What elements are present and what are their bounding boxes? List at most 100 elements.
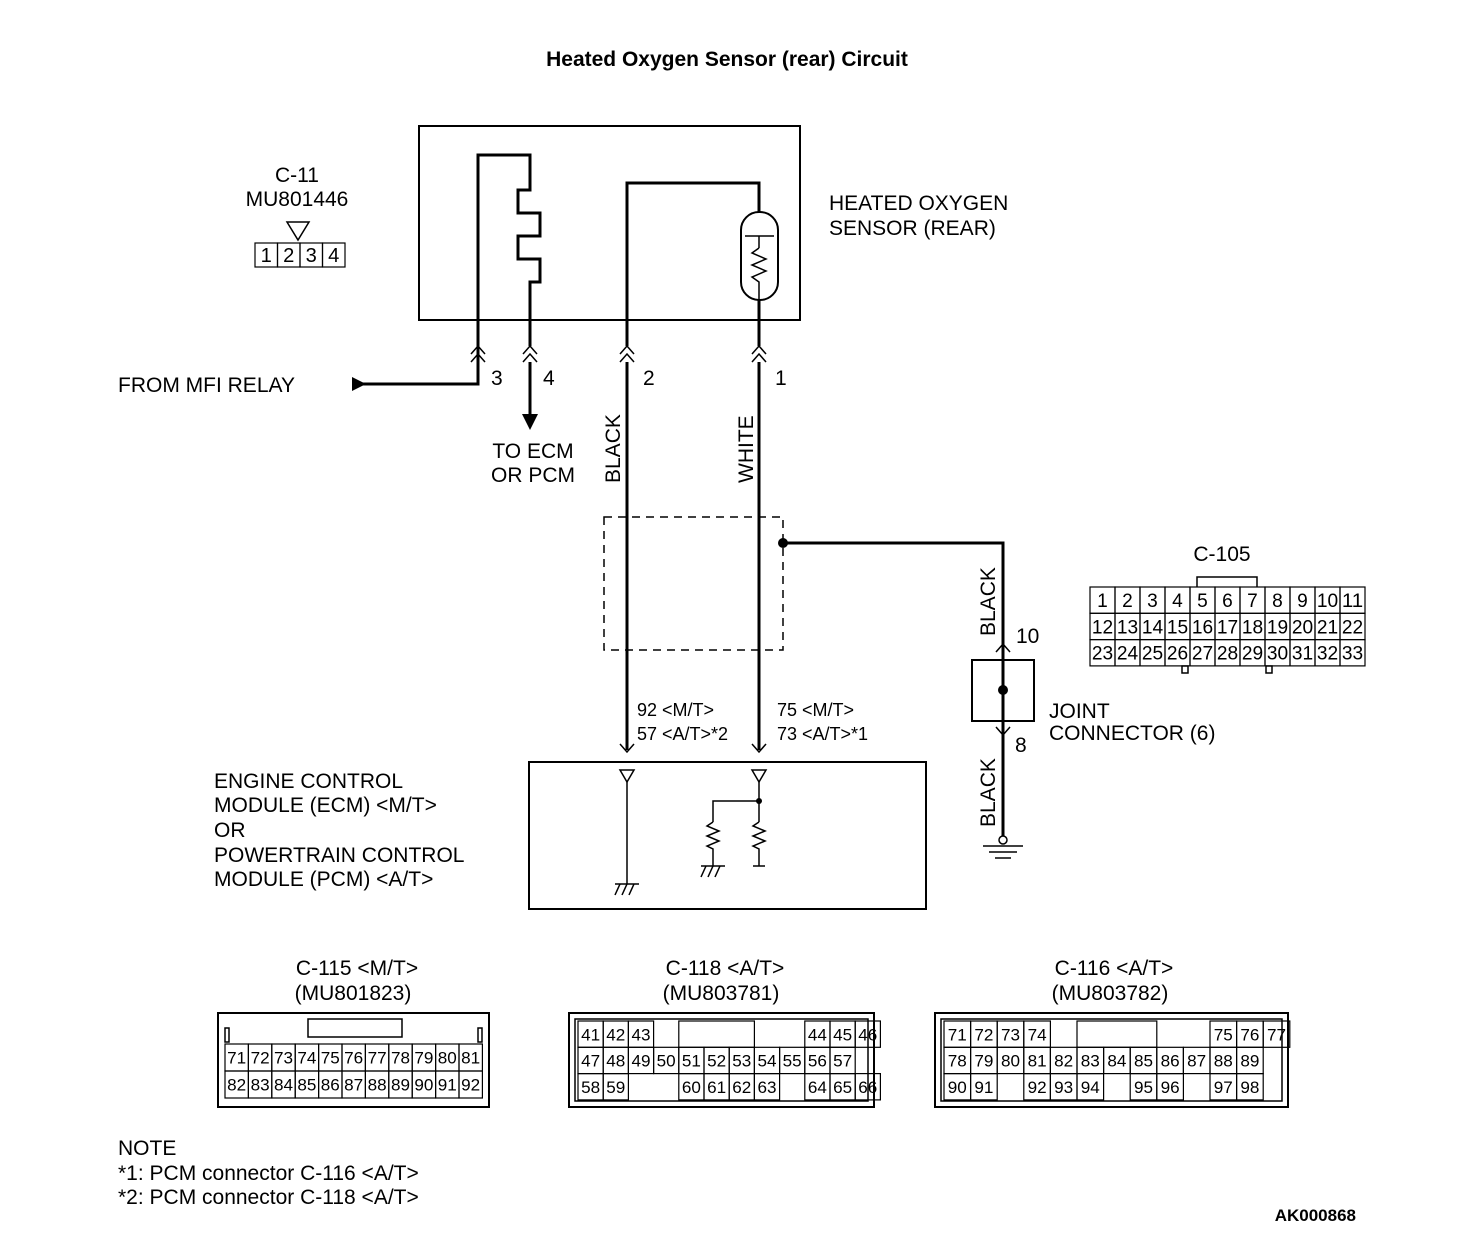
c118-pin-label: 52 [707,1052,726,1071]
c105-pin-label: 1 [1097,591,1108,612]
ecm-branch-wire [712,800,759,822]
c116-pin-cell [1235,1072,1264,1101]
c105-pin-label: 12 [1092,617,1113,638]
c105-pin-label: 10 [1317,591,1338,612]
sensor-label-1: HEATED OXYGEN [829,192,1008,215]
c118-pin-label: 57 [833,1052,852,1071]
c115-pin-label: 84 [274,1076,293,1095]
c115-lock-tab [307,1018,403,1038]
c105-foot-right [1265,665,1273,674]
wire-black-label: BLACK [602,414,625,483]
c11-pin-label: 2 [283,245,294,267]
ecm-ground-left-icon [614,883,639,896]
from-mfi-relay-label: FROM MFI RELAY [118,374,295,397]
c115-pin-label: 79 [414,1049,433,1068]
c116-pin-label: 75 [1214,1025,1233,1044]
c115-pin-label: 83 [251,1076,270,1095]
arrow-down-icon [522,414,538,430]
c118-pin-label: 48 [606,1052,625,1071]
c105-pin-label: 31 [1292,644,1313,665]
c115-pin-cell [458,1070,483,1099]
pin-4-label: 4 [543,367,555,390]
ecm-pin-left-icon [618,769,636,784]
c116-part: (MU803782) [1052,982,1169,1005]
c105-pin-label: 6 [1222,591,1233,612]
c115-body [217,1012,490,1108]
figure-code: AK000868 [1275,1206,1356,1225]
c116-pin-label: 86 [1161,1052,1180,1071]
c116-pin-label: 95 [1134,1078,1153,1097]
c118-pin-label: 46 [858,1025,877,1044]
sensor-label-2: SENSOR (REAR) [829,217,996,240]
connector-chevrons [470,344,767,363]
c116-pin-label: 97 [1214,1078,1233,1097]
c105-pin-label: 20 [1292,617,1313,638]
ecm-box [528,761,927,910]
joint-wire-top-label: BLACK [977,567,1000,636]
ecm-chevron-left [619,743,635,754]
c118-pin-label: 54 [757,1052,776,1071]
c116-pin-label: 87 [1187,1052,1206,1071]
wire-mfi-relay [362,346,480,386]
c115-pin-label: 75 [321,1049,340,1068]
c105-pin-label: 25 [1142,644,1163,665]
note-heading: NOTE [118,1137,176,1160]
joint-wire-bottom-label: BLACK [977,758,1000,827]
c118-pin-label: 53 [732,1052,751,1071]
c116-pin-label: 76 [1240,1025,1259,1044]
c105-pin-label: 18 [1242,617,1263,638]
c118-pin-label: 47 [581,1052,600,1071]
c116-pin-label: 72 [974,1025,993,1044]
c105-pin-label: 33 [1342,644,1363,665]
c118-pin-label: 42 [606,1025,625,1044]
wire-shield [783,541,1005,645]
ecm-terminal-left-1: 92 <M/T> [637,700,714,720]
c115-pin-label: 80 [438,1049,457,1068]
c116-pin-label: 90 [948,1078,967,1097]
c118-pin-label: 63 [757,1078,776,1097]
to-ecm-label-1: TO ECM [492,440,573,463]
c11-pin-label: 4 [328,245,339,267]
c116-pin-label: 98 [1240,1078,1259,1097]
ecm-resistor-left [705,821,721,866]
c115-pin-label: 78 [391,1049,410,1068]
c118-pin-label: 51 [682,1052,701,1071]
c115-pin-label: 87 [344,1076,363,1095]
c105-pin-label: 21 [1317,617,1338,638]
c118-pin-label: 45 [833,1025,852,1044]
c118-name: C-118 <A/T> [666,957,785,980]
c116-pin-label: 92 [1028,1078,1047,1097]
c115-pin-label: 73 [274,1049,293,1068]
c115-pin-label: 89 [391,1076,410,1095]
c116-name: C-116 <A/T> [1055,957,1174,980]
c118-pin-label: 50 [657,1052,676,1071]
c105-pin-label: 2 [1122,591,1133,612]
c116-pin-label: 96 [1161,1078,1180,1097]
wire-white-label: WHITE [735,415,758,483]
ecm-terminal-left-2: 57 <A/T>*2 [637,724,728,744]
c11-pin-label: 3 [306,245,317,267]
c116-pin-label: 77 [1267,1025,1286,1044]
c105-pin-label: 3 [1147,591,1158,612]
c118-pin-label: 65 [833,1078,852,1097]
c118-pin-cell [753,1072,781,1101]
c118-pin-label: 62 [732,1078,751,1097]
c118-pin-label: 55 [783,1052,802,1071]
c105-name: C-105 [1193,543,1250,566]
ecm-label-4: POWERTRAIN CONTROL [214,844,464,867]
ecm-label-3: OR [214,819,246,842]
joint-pin-bottom: 8 [1015,734,1027,757]
c11-part: MU801446 [246,188,349,211]
sensor-wire-2 [625,181,761,346]
c116-pin-cell [969,1072,998,1101]
c118-pin-label: 44 [808,1025,827,1044]
joint-label-2: CONNECTOR (6) [1049,722,1215,745]
joint-top-chevron [995,642,1011,653]
ecm-pin-right-icon [750,769,768,784]
c105-pin-label: 28 [1217,644,1238,665]
ecm-terminal-right-2: 73 <A/T>*1 [777,724,868,744]
c118-pin-cell [602,1072,630,1101]
